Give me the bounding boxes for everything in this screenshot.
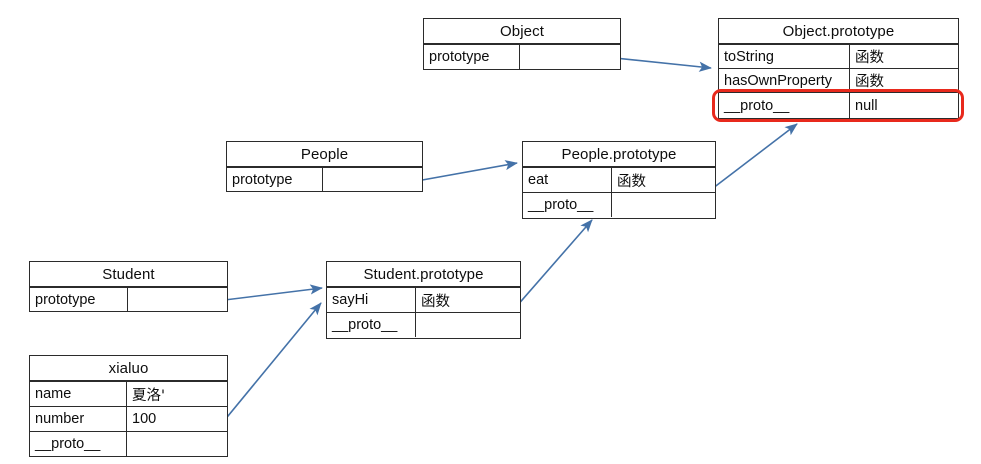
table-row: hasOwnProperty 函数 — [719, 68, 958, 92]
table-object-title-row: Object — [424, 19, 620, 44]
cell-key-name: name — [30, 382, 127, 406]
table-student: Student prototype — [29, 261, 228, 312]
cell-key-tostring: toString — [719, 45, 850, 68]
cell-key-hasownproperty: hasOwnProperty — [719, 69, 850, 92]
cell-value-name: 夏洛' — [132, 387, 165, 404]
cell-value-prototype — [323, 168, 422, 191]
cell-key-prototype: prototype — [227, 168, 323, 191]
table-object-prototype-title-row: Object.prototype — [719, 19, 958, 44]
table-row: __proto__ — [327, 312, 520, 337]
cell-key-proto: __proto__ — [327, 313, 416, 337]
cell-value-proto — [612, 193, 715, 217]
table-row: prototype — [424, 44, 620, 69]
table-people-prototype-title: People.prototype — [561, 145, 677, 163]
table-row: __proto__ — [523, 192, 715, 217]
cell-value-proto — [127, 432, 227, 456]
table-row: toString 函数 — [719, 44, 958, 68]
table-xialuo: xialuo name 夏洛' number 100 __proto__ — [29, 355, 228, 457]
cell-value-sayhi: 函数 — [421, 293, 450, 310]
cell-value-number: 100 — [132, 411, 157, 427]
table-student-prototype-title-row: Student.prototype — [327, 262, 520, 287]
cell-value-prototype — [520, 45, 620, 69]
table-row: name 夏洛' — [30, 381, 227, 406]
table-student-title-row: Student — [30, 262, 227, 287]
cell-key-prototype: prototype — [30, 288, 128, 311]
table-student-prototype: Student.prototype sayHi 函数 __proto__ — [326, 261, 521, 339]
cell-value-proto-null: null — [855, 97, 878, 114]
table-row: number 100 — [30, 406, 227, 431]
table-row: __proto__ null — [719, 92, 958, 118]
cell-key-eat: eat — [523, 168, 612, 192]
cell-key-number: number — [30, 407, 127, 431]
table-people-title: People — [300, 145, 349, 163]
table-row: __proto__ — [30, 431, 227, 456]
table-people: People prototype — [226, 141, 423, 192]
table-object-prototype-title: Object.prototype — [782, 22, 895, 40]
cell-key-proto: __proto__ — [719, 93, 850, 118]
cell-value-proto — [416, 313, 520, 337]
table-row: prototype — [227, 167, 422, 191]
cell-value-prototype — [128, 288, 227, 311]
cell-value-eat: 函数 — [617, 173, 646, 190]
cell-key-sayhi: sayHi — [327, 288, 416, 312]
table-row: prototype — [30, 287, 227, 311]
cell-value-hasownproperty: 函数 — [855, 74, 884, 90]
cell-key-proto: __proto__ — [523, 193, 612, 217]
table-row: sayHi 函数 — [327, 287, 520, 312]
cell-key-prototype: prototype — [424, 45, 520, 69]
table-xialuo-title-row: xialuo — [30, 356, 227, 381]
table-object: Object prototype — [423, 18, 621, 70]
table-object-title: Object — [500, 22, 544, 40]
cell-key-proto: __proto__ — [30, 432, 127, 456]
table-object-prototype: Object.prototype toString 函数 hasOwnPrope… — [718, 18, 959, 119]
table-people-prototype-title-row: People.prototype — [523, 142, 715, 167]
table-student-prototype-title: Student.prototype — [363, 265, 484, 283]
table-student-title: Student — [102, 265, 155, 283]
table-row: eat 函数 — [523, 167, 715, 192]
table-people-title-row: People — [227, 142, 422, 167]
table-xialuo-title: xialuo — [108, 359, 149, 377]
table-people-prototype: People.prototype eat 函数 __proto__ — [522, 141, 716, 219]
cell-value-tostring: 函数 — [855, 50, 884, 66]
